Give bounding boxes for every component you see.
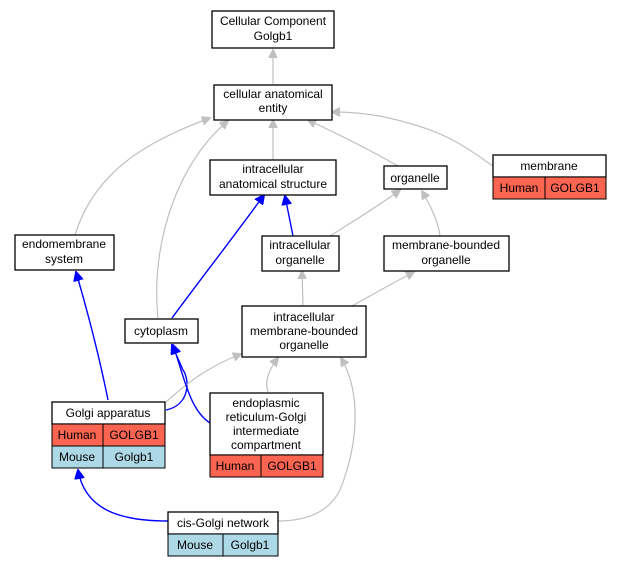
node-label: system [45,252,83,266]
node-cytoplasm[interactable]: cytoplasm [124,318,199,344]
node-label: membrane-bounded [392,238,500,252]
mouse-gene-cell [102,445,166,469]
gene-symbol: GOLGB1 [550,181,600,195]
node-label: reticulum-Golgi [226,410,307,424]
edge-cytoplasm-to-cae [156,121,228,319]
gene-symbol: Golgb1 [115,450,154,464]
node-label: cis-Golgi network [177,516,270,530]
node-label: organelle [390,171,440,185]
node-intracellular-anatomical-structure[interactable]: intracellular anatomical structure [209,159,337,196]
node-label: organelle [421,253,471,267]
node-label: anatomical structure [219,177,327,191]
species-label: Human [216,459,255,473]
edge-organelle-to-cae [308,120,399,167]
human-gene-cell [544,176,607,200]
node-label: compartment [231,438,302,452]
edge-endomembrane-to-cae [74,118,210,236]
node-label: cellular anatomical [223,87,322,101]
node-label: intracellular [273,310,334,324]
node-label: entity [259,101,288,115]
edge-mbo-to-organelle [422,191,441,237]
node-cellular-component-root[interactable]: Cellular Component Golgb1 [211,10,335,49]
edge-cytoplasm-to-ias [171,195,264,319]
edge-io-to-organelle [329,190,400,237]
node-er-golgi-intermediate-compartment[interactable]: endoplasmic reticulum-Golgi intermediate… [209,392,324,478]
node-intracellular-membrane-bounded-organelle[interactable]: intracellular membrane-bounded organelle [241,305,367,358]
node-endomembrane-system[interactable]: endomembrane system [14,234,115,271]
node-label: Golgb1 [254,29,293,43]
node-label: membrane-bounded [250,324,358,338]
species-label: Human [500,181,539,195]
node-cis-golgi-network[interactable]: cis-Golgi network Mouse Golgb1 [167,511,279,557]
node-label: cytoplasm [134,324,188,338]
species-label: Mouse [177,538,213,552]
edge-ergic-to-cytoplasm [173,345,211,424]
node-cellular-anatomical-entity[interactable]: cellular anatomical entity [213,84,333,121]
node-label: organelle [279,338,329,352]
node-golgi-apparatus[interactable]: Golgi apparatus Human GOLGB1 Mouse Golgb… [51,401,166,469]
human-gene-cell [260,454,324,478]
edges [74,50,494,522]
node-label: endomembrane [22,237,106,251]
node-intracellular-organelle[interactable]: intracellular organelle [261,235,340,272]
edge-cisgolgi-to-golgi [78,470,169,522]
edge-golgi-to-endomembrane [76,272,109,401]
node-label: Golgi apparatus [66,406,151,420]
mouse-gene-cell [222,533,279,557]
edge-ergic-to-imbo [266,358,278,393]
node-organelle[interactable]: organelle [383,165,448,190]
node-label: intermediate [233,424,299,438]
edge-membrane-to-cae [332,112,494,167]
node-label: intracellular [269,238,330,252]
edge-imbo-to-mbo [351,272,414,307]
gene-symbol: GOLGB1 [109,428,159,442]
edge-golgi-to-imbo [165,354,241,403]
edge-io-to-ias [285,196,294,237]
node-label: membrane [520,159,578,173]
edge-cisgolgi-to-imbo [277,358,356,522]
species-label: Mouse [59,450,95,464]
node-membrane[interactable]: membrane Human GOLGB1 [492,154,607,200]
node-label: intracellular [242,162,303,176]
species-label: Human [58,428,97,442]
node-label: Cellular Component [220,14,327,28]
edge-imbo-to-io [302,271,303,307]
gene-symbol: GOLGB1 [267,459,317,473]
node-label: endoplasmic [232,396,299,410]
node-membrane-bounded-organelle[interactable]: membrane-bounded organelle [383,235,510,272]
gene-symbol: Golgb1 [231,538,270,552]
node-label: organelle [275,253,325,267]
